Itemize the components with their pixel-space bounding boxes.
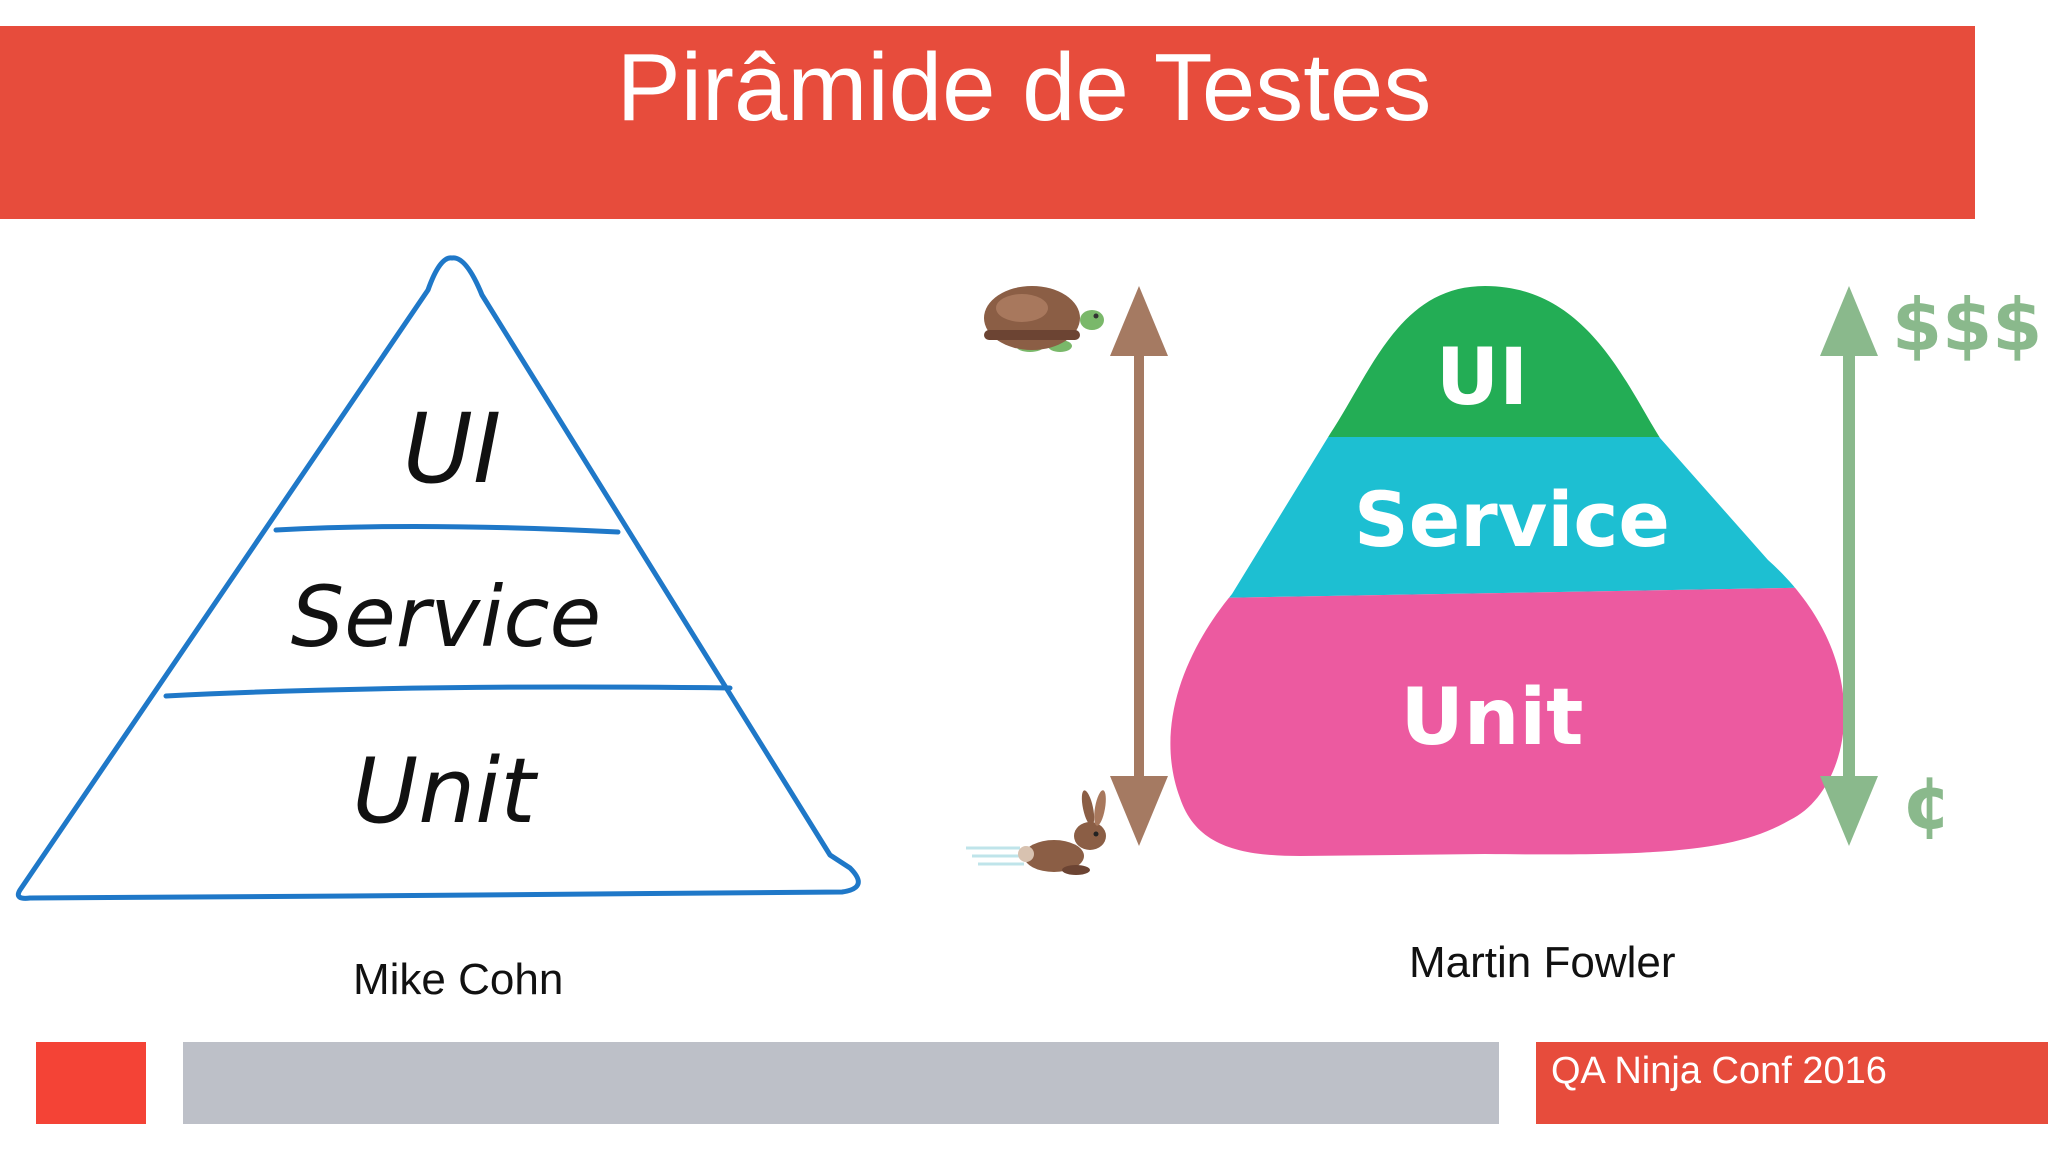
caption-mike-cohn: Mike Cohn <box>353 955 564 1004</box>
martin-fowler-labels: UI Service Unit <box>1354 333 1670 763</box>
rabbit-icon <box>966 790 1106 875</box>
mike-cohn-pyramid <box>15 255 861 901</box>
cost-low-label: ¢ <box>1902 761 1952 845</box>
left-label-unit: Unit <box>352 739 539 844</box>
divider-upper <box>273 523 621 535</box>
footer-conference-label: QA Ninja Conf 2016 <box>1551 1050 1887 1092</box>
divider-lower <box>163 684 733 699</box>
pyramid-outline <box>15 255 861 901</box>
cost-labels: $$$ ¢ <box>1892 283 2042 845</box>
cost-high-label: $$$ <box>1892 283 2042 367</box>
footer-accent-square <box>36 1042 146 1124</box>
left-label-ui: UI <box>403 393 502 505</box>
footer-gray-bar <box>183 1042 1499 1124</box>
slide-title: Pirâmide de Testes <box>616 34 1432 141</box>
title-bar <box>0 26 1975 219</box>
turtle-icon <box>984 286 1104 352</box>
left-label-service: Service <box>291 568 601 666</box>
right-label-service: Service <box>1354 475 1670 564</box>
mike-cohn-labels: UI Service Unit <box>291 393 601 844</box>
cost-arrow <box>1820 286 1878 846</box>
caption-martin-fowler: Martin Fowler <box>1409 938 1676 987</box>
speed-arrow <box>1110 286 1168 846</box>
right-label-unit: Unit <box>1401 673 1584 763</box>
right-label-ui: UI <box>1436 333 1528 423</box>
martin-fowler-pyramid <box>1170 286 1845 856</box>
fowler-layer-unit <box>1170 586 1845 856</box>
footer-red-bar <box>1536 1042 2048 1124</box>
